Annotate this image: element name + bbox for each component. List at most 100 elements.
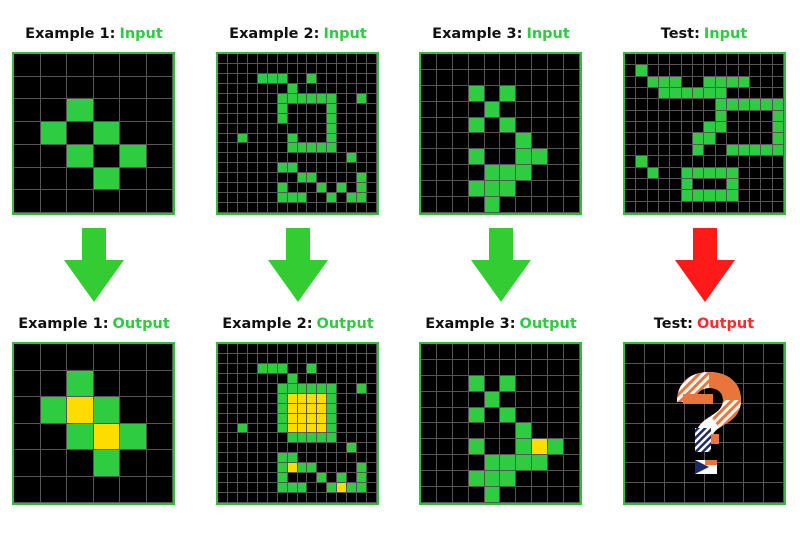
grid-cell-empty (681, 133, 694, 145)
green-down-arrow (268, 228, 328, 302)
grid-cell-empty (625, 122, 637, 134)
title-prefix: Example 1: (18, 316, 109, 332)
grid-cell-empty (327, 473, 338, 484)
title-prefix: Example 3: (425, 316, 516, 332)
grid-cell-green (727, 144, 739, 157)
grid-cell-green (257, 73, 268, 84)
grid-cell-empty (749, 76, 762, 89)
grid-cell-empty (120, 344, 147, 371)
grid-cell-empty (421, 471, 437, 488)
grid-cell-empty (317, 363, 328, 374)
grid-cell-green (772, 133, 784, 145)
grid-cell-empty (120, 122, 147, 145)
grid-cell-empty (327, 163, 338, 174)
grid-cell-empty (548, 455, 565, 472)
grid-cell-empty (347, 183, 358, 194)
example-3-input-grid (419, 52, 582, 215)
grid-cell-empty (367, 73, 377, 84)
grid-cell-empty (715, 65, 728, 77)
grid-cell-empty (715, 144, 728, 157)
grid-cell-empty (500, 359, 517, 376)
grid-cell-empty (307, 193, 318, 204)
grid-cell-empty (247, 83, 258, 94)
grid-cell-empty (227, 413, 238, 424)
grid-cell-empty (484, 54, 501, 70)
grid-cell-empty (421, 423, 437, 440)
grid-cell-green (500, 85, 517, 102)
grid-cell-empty (14, 370, 41, 397)
grid-cell-empty (744, 423, 765, 444)
grid-cell-empty (227, 123, 238, 134)
example-1-input-title: Example 1:Input (9, 26, 179, 42)
grid-cell-green (307, 433, 318, 444)
grid-cell-green (761, 99, 773, 111)
grid-cell-empty (468, 487, 485, 503)
grid-cell-empty (337, 63, 348, 74)
grid-cell-empty (367, 113, 377, 124)
grid-cell-empty (436, 69, 453, 86)
grid-cell-empty (218, 83, 228, 94)
grid-cell-empty (452, 471, 469, 488)
grid-cell-empty (367, 143, 377, 154)
grid-cell-empty (14, 190, 41, 213)
grid-cell-empty (452, 133, 469, 150)
grid-cell-green (287, 453, 298, 464)
grid-cell-empty (267, 483, 278, 494)
grid-cell-empty (257, 54, 268, 64)
grid-cell-empty (468, 423, 485, 440)
title-word: Output (519, 316, 577, 332)
grid-cell-empty (287, 203, 298, 213)
grid-cell-empty (120, 397, 147, 424)
grid-cell-empty (297, 344, 308, 354)
grid-cell-green (715, 88, 728, 100)
grid-cell-empty (347, 163, 358, 174)
grid-cell-empty (764, 403, 784, 424)
grid-cell-green (297, 93, 308, 104)
grid-cell-empty (500, 197, 517, 213)
grid-cell-green (704, 133, 716, 145)
grid-cell-empty (772, 190, 784, 202)
grid-cell-empty (267, 433, 278, 444)
grid-cell-green (347, 483, 358, 494)
grid-cell-green (277, 193, 288, 204)
grid-cell-empty (237, 363, 248, 374)
grid-cell-empty (247, 493, 258, 503)
grid-cell-empty (267, 493, 278, 503)
grid-cell-empty (237, 393, 248, 404)
grid-cell-empty (500, 423, 517, 440)
grid-cell-empty (516, 181, 533, 198)
grid-cell-empty (267, 203, 278, 213)
grid-cell-empty (267, 173, 278, 184)
grid-cell-empty (237, 173, 248, 184)
grid-cell-empty (337, 83, 348, 94)
grid-cell-empty (749, 201, 762, 213)
grid-cell-empty (227, 453, 238, 464)
grid-cell-empty (40, 76, 67, 100)
grid-cell-empty (684, 344, 705, 364)
grid-cell-empty (267, 423, 278, 434)
grid-cell-empty (357, 73, 368, 84)
grid-cell-empty (764, 363, 784, 384)
grid-cell-empty (484, 375, 501, 392)
grid-cell-empty (67, 344, 94, 371)
grid-cell-green (484, 197, 501, 213)
grid-cell-green (327, 133, 338, 144)
grid-cell-green (500, 181, 517, 198)
grid-cell-green (357, 483, 368, 494)
grid-cell-empty (421, 344, 437, 360)
grid-cell-green (277, 483, 288, 494)
grid-cell-empty (357, 453, 368, 464)
grid-cell-empty (267, 123, 278, 134)
title-prefix: Example 3: (432, 26, 523, 42)
grid-cell-empty (218, 103, 228, 114)
grid-cell-empty (93, 476, 120, 503)
grid-cell-empty (548, 101, 565, 118)
grid-cell-empty (257, 433, 268, 444)
grid-cell-empty (749, 88, 762, 100)
grid-cell-empty (500, 133, 517, 150)
grid-cell-empty (14, 476, 41, 503)
grid-cell-empty (764, 483, 784, 503)
grid-cell-empty (237, 403, 248, 414)
grid-cell-empty (761, 167, 773, 179)
grid-cell-empty (237, 63, 248, 74)
